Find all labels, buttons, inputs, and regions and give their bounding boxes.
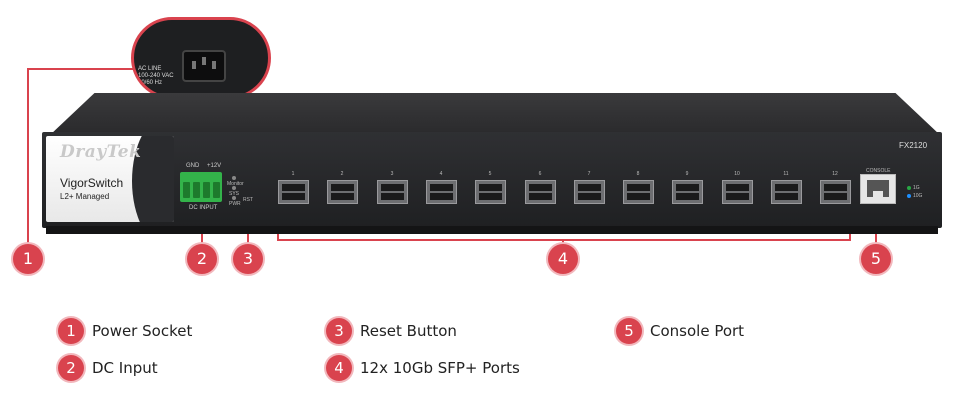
monitor-label: Monitor — [227, 181, 244, 187]
legend-label-sfp-ports: 12x 10Gb SFP+ Ports — [360, 359, 520, 377]
callout-1-badge: 1 — [13, 244, 43, 274]
switch-chassis-top — [50, 93, 940, 135]
sfp-port-number: 5 — [488, 171, 492, 177]
sfp-port — [377, 180, 408, 204]
dc-input-terminal — [180, 172, 222, 202]
dc-12v-label: +12V — [207, 163, 222, 169]
sfp-port — [722, 180, 753, 204]
sfp-port-number: 12 — [832, 171, 838, 177]
legend-badge-5: 5 — [616, 318, 642, 344]
legend-badge-4: 4 — [326, 355, 352, 381]
sfp-port-number: 2 — [340, 171, 344, 177]
sfp-port — [820, 180, 851, 204]
link-10g-led — [907, 194, 911, 198]
sfp-port — [672, 180, 703, 204]
callout-1-line-vertical — [27, 68, 29, 243]
link-10g-label: 10G — [913, 193, 923, 199]
draytek-logo: DrayTek — [60, 142, 142, 162]
dc-input-caption: DC INPUT — [189, 205, 218, 211]
legend-label-reset-button: Reset Button — [360, 322, 457, 340]
legend-label-console-port: Console Port — [650, 322, 745, 340]
power-socket-inset: AC LINE 100-240 VAC 50/60 Hz — [131, 17, 271, 99]
sfp-port-number: 9 — [685, 171, 689, 177]
console-label: CONSOLE — [866, 168, 891, 174]
dc-gnd-label: GND — [186, 163, 200, 169]
sfp-port — [623, 180, 654, 204]
brand-panel: DrayTek VigorSwitch L2+ Managed — [46, 136, 174, 222]
model-name: VigorSwitch — [60, 176, 124, 190]
rj45-jack-icon — [867, 180, 889, 197]
model-subtitle: L2+ Managed — [60, 192, 110, 201]
callout-4-bracket-bottom — [277, 239, 851, 241]
legend-label-dc-input: DC Input — [92, 359, 158, 377]
sfp-port — [525, 180, 556, 204]
sfp-port-number: 6 — [538, 171, 542, 177]
sfp-port-number: 4 — [439, 171, 443, 177]
sfp-port — [475, 180, 506, 204]
reset-label: RST — [243, 197, 253, 203]
callout-4-line — [562, 239, 564, 247]
console-port — [860, 174, 896, 204]
model-code: FX2120 — [899, 141, 928, 150]
legend-badge-1: 1 — [58, 318, 84, 344]
sfp-port-number: 10 — [734, 171, 740, 177]
legend-badge-2: 2 — [58, 355, 84, 381]
callout-3-badge: 3 — [233, 244, 263, 274]
pwr-label: PWR — [229, 201, 241, 207]
sfp-port — [426, 180, 457, 204]
sfp-port — [278, 180, 309, 204]
link-1g-label: 1G — [913, 185, 920, 191]
callout-4-badge: 4 — [548, 244, 578, 274]
legend-label-power-socket: Power Socket — [92, 322, 193, 340]
sfp-port — [574, 180, 605, 204]
sys-led — [232, 186, 236, 190]
sys-label: SYS — [229, 191, 240, 197]
switch-chassis-bottom — [46, 226, 938, 234]
sfp-port — [327, 180, 358, 204]
legend-badge-3: 3 — [326, 318, 352, 344]
sfp-port-number: 7 — [587, 171, 591, 177]
sfp-port-number: 1 — [291, 171, 295, 177]
link-1g-led — [907, 186, 911, 190]
pwr-led — [232, 196, 236, 200]
sfp-port-number: 11 — [783, 171, 789, 177]
ac-line-text: AC LINE 100-240 VAC 50/60 Hz — [138, 66, 174, 86]
sfp-port — [771, 180, 802, 204]
sfp-port-number: 3 — [390, 171, 394, 177]
monitor-led — [232, 176, 236, 180]
ac-power-socket-icon — [182, 50, 226, 82]
callout-1-line-horizontal — [27, 68, 133, 70]
callout-5-badge: 5 — [861, 244, 891, 274]
sfp-port-number: 8 — [636, 171, 640, 177]
callout-2-badge: 2 — [187, 244, 217, 274]
